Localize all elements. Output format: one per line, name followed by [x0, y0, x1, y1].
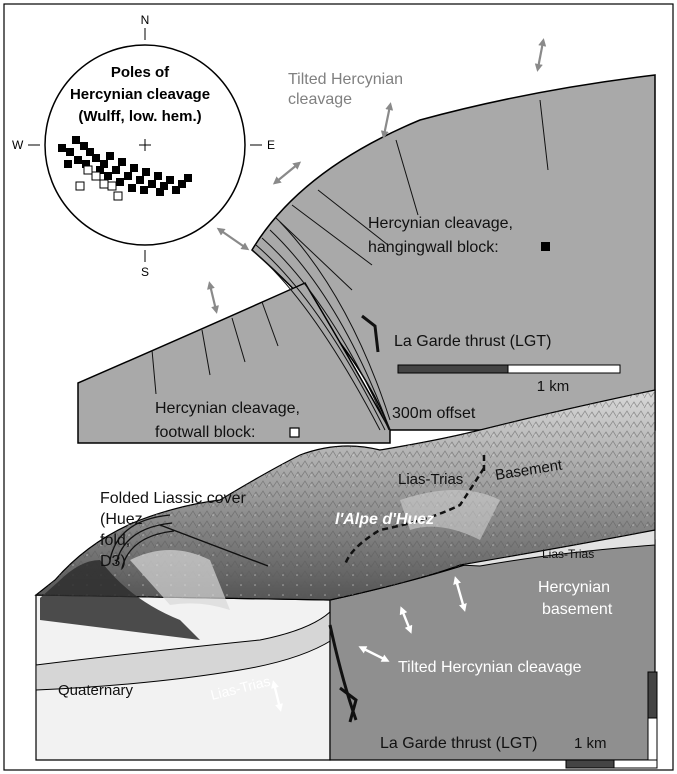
pole-open [100, 180, 108, 188]
stereonet-title-3: (Wulff, low. hem.) [78, 108, 201, 125]
offset-label: 300m offset [392, 405, 476, 422]
pole-open [84, 166, 92, 174]
tilted-cleavage-label-2: cleavage [288, 91, 352, 108]
filled-square-icon [541, 242, 550, 251]
scale-label-top: 1 km [537, 378, 570, 395]
pole-filled [148, 180, 156, 188]
quaternary-label: Quaternary [58, 682, 134, 699]
pole-filled [156, 188, 164, 196]
folded-label-2: (Huez [100, 511, 143, 528]
pole-filled [136, 176, 144, 184]
thrust-label-top: La Garde thrust (LGT) [394, 333, 551, 350]
pole-filled [118, 158, 126, 166]
pole-filled [74, 156, 82, 164]
pole-filled [124, 172, 132, 180]
pole-filled [92, 154, 100, 162]
pole-filled [154, 172, 162, 180]
pole-filled [116, 178, 124, 186]
scale-label-bottom: 1 km [574, 735, 607, 752]
alpe-dhuez-label: l'Alpe d'Huez [335, 511, 434, 528]
stereonet-east: E [267, 138, 275, 152]
pole-filled [166, 176, 174, 184]
pole-open [92, 172, 100, 180]
stereonet-west: W [12, 138, 24, 152]
scale-bar-top [398, 365, 620, 373]
pole-filled [112, 166, 120, 174]
pole-filled [64, 160, 72, 168]
pole-filled [72, 136, 80, 144]
pole-filled [106, 152, 114, 160]
pole-open [76, 182, 84, 190]
lias-trias-top-label: Lias-Trias [398, 471, 463, 488]
pole-open [108, 182, 116, 190]
pole-filled [58, 144, 66, 152]
folded-label-1: Folded Liassic cover [100, 490, 247, 507]
stereonet-north: N [141, 13, 150, 27]
folded-label-3: fold, [100, 532, 130, 549]
stereonet-title-1: Poles of [111, 64, 170, 81]
hercynian-label-1: Hercynian [538, 579, 610, 596]
hercynian-label-2: basement [542, 601, 613, 618]
pole-filled [140, 186, 148, 194]
folded-label-4: D3) [100, 553, 126, 570]
lias-trias-right-label: Lias-Trias [542, 547, 594, 561]
pole-filled [184, 174, 192, 182]
thrust-label-bottom: La Garde thrust (LGT) [380, 735, 537, 752]
footwall-label-1: Hercynian cleavage, [155, 400, 300, 417]
pole-filled [142, 168, 150, 176]
stereonet-south: S [141, 265, 149, 279]
tilted-cleavage-bottom-label: Tilted Hercynian cleavage [398, 659, 582, 676]
tilted-cleavage-label-1: Tilted Hercynian [288, 71, 403, 88]
footwall-label-2: footwall block: [155, 424, 256, 441]
pole-filled [66, 148, 74, 156]
hangingwall-label-2: hangingwall block: [368, 239, 499, 256]
hangingwall-label-1: Hercynian cleavage, [368, 215, 513, 232]
pole-open [114, 192, 122, 200]
pole-filled [128, 184, 136, 192]
open-square-icon [290, 428, 299, 437]
stereonet-title-2: Hercynian cleavage [70, 86, 210, 103]
pole-filled [104, 172, 112, 180]
pole-filled [130, 164, 138, 172]
